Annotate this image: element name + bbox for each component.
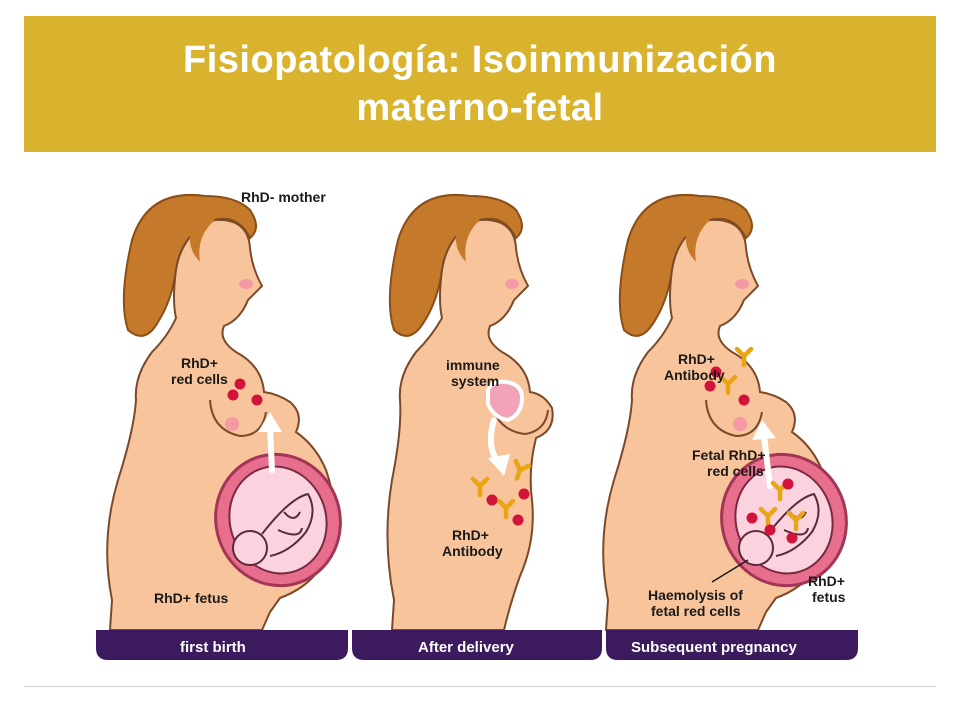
mother-3-breast (705, 399, 763, 438)
red-cell (738, 394, 750, 406)
panel-after-delivery: immune system RhD+ Antibody (386, 194, 554, 631)
footer-tab-subsequent-pregnancy (606, 630, 858, 660)
label-haemolysis-1: Haemolysis of (648, 587, 743, 603)
arrow-1-head (258, 412, 282, 432)
red-cell (782, 478, 794, 490)
label-fetal-cells-2: red cells (707, 463, 764, 479)
bottom-divider (24, 686, 936, 687)
red-cell (512, 514, 524, 526)
mother-2-cheek (505, 279, 519, 289)
label-fetal-cells-1: Fetal RhD+ (692, 447, 766, 463)
footer-tab-after-delivery (352, 630, 602, 660)
panel-first-birth: RhD- mother RhD+ red cells RhD+ fetus (106, 189, 342, 631)
red-cell (786, 532, 798, 544)
red-cell (486, 494, 498, 506)
mother-1-nipple (225, 417, 239, 431)
label-red-cells-1: RhD+ (181, 355, 218, 371)
mother-1-cheek (239, 279, 253, 289)
mother-1-hair-front (189, 217, 215, 262)
mother-2-body (386, 218, 554, 631)
red-cell (764, 524, 776, 536)
footer-label-first-birth: first birth (180, 639, 246, 656)
fetus-3-head (738, 530, 774, 566)
label-rhd-fetus: RhD+ fetus (154, 590, 229, 606)
label-antibody-1: RhD+ (678, 351, 715, 367)
fetus-1-body (261, 492, 314, 557)
footer-tab-first-birth (96, 630, 348, 660)
mother-1-breast (209, 399, 267, 438)
label-immune-2: system (451, 373, 499, 389)
slide-title-line1: Fisiopatología: Isoinmunización (183, 39, 777, 81)
red-cell (234, 378, 246, 390)
mother-2-hair-front (455, 217, 480, 262)
fetus-1-head (232, 530, 268, 566)
panel-subsequent-pregnancy: RhD+ Antibody Fetal RhD+ red cells Haemo… (602, 194, 848, 631)
footer-label-subsequent-pregnancy: Subsequent pregnancy (631, 639, 798, 656)
footer-label-after-delivery: After delivery (418, 639, 515, 656)
red-cell (710, 366, 722, 378)
red-cell (251, 394, 263, 406)
label-rhd-mother: RhD- mother (241, 189, 326, 205)
immune-system-organ (486, 379, 525, 423)
arrow-2-head (488, 454, 510, 476)
arrow-1 (267, 425, 275, 473)
mother-3-hair-front (685, 217, 710, 262)
label-red-cells-2: red cells (171, 371, 228, 387)
arrow-3 (761, 433, 773, 489)
label-antibody-2: Antibody (664, 367, 725, 383)
red-cell (746, 512, 758, 524)
red-cell (227, 389, 239, 401)
title-banner: Fisiopatología: Isoinmunización materno-… (24, 16, 936, 152)
mother-3-nipple (733, 417, 747, 431)
label-rhd-fetus-1: RhD+ (808, 573, 845, 589)
label-antibody-1: RhD+ (452, 527, 489, 543)
mother-3-cheek (735, 279, 749, 289)
haemolysis-pointer (711, 559, 749, 583)
label-rhd-fetus-2: fetus (812, 589, 846, 605)
arrow-3-head (752, 420, 776, 440)
footer-tab-bar: first birth After delivery Subsequent pr… (96, 630, 858, 660)
red-cell (518, 488, 530, 500)
label-immune-1: immune (446, 357, 500, 373)
label-haemolysis-2: fetal red cells (651, 603, 741, 619)
label-antibody-2: Antibody (442, 543, 503, 559)
slide-title-line2: materno-fetal (356, 87, 604, 129)
red-cell (704, 380, 716, 392)
